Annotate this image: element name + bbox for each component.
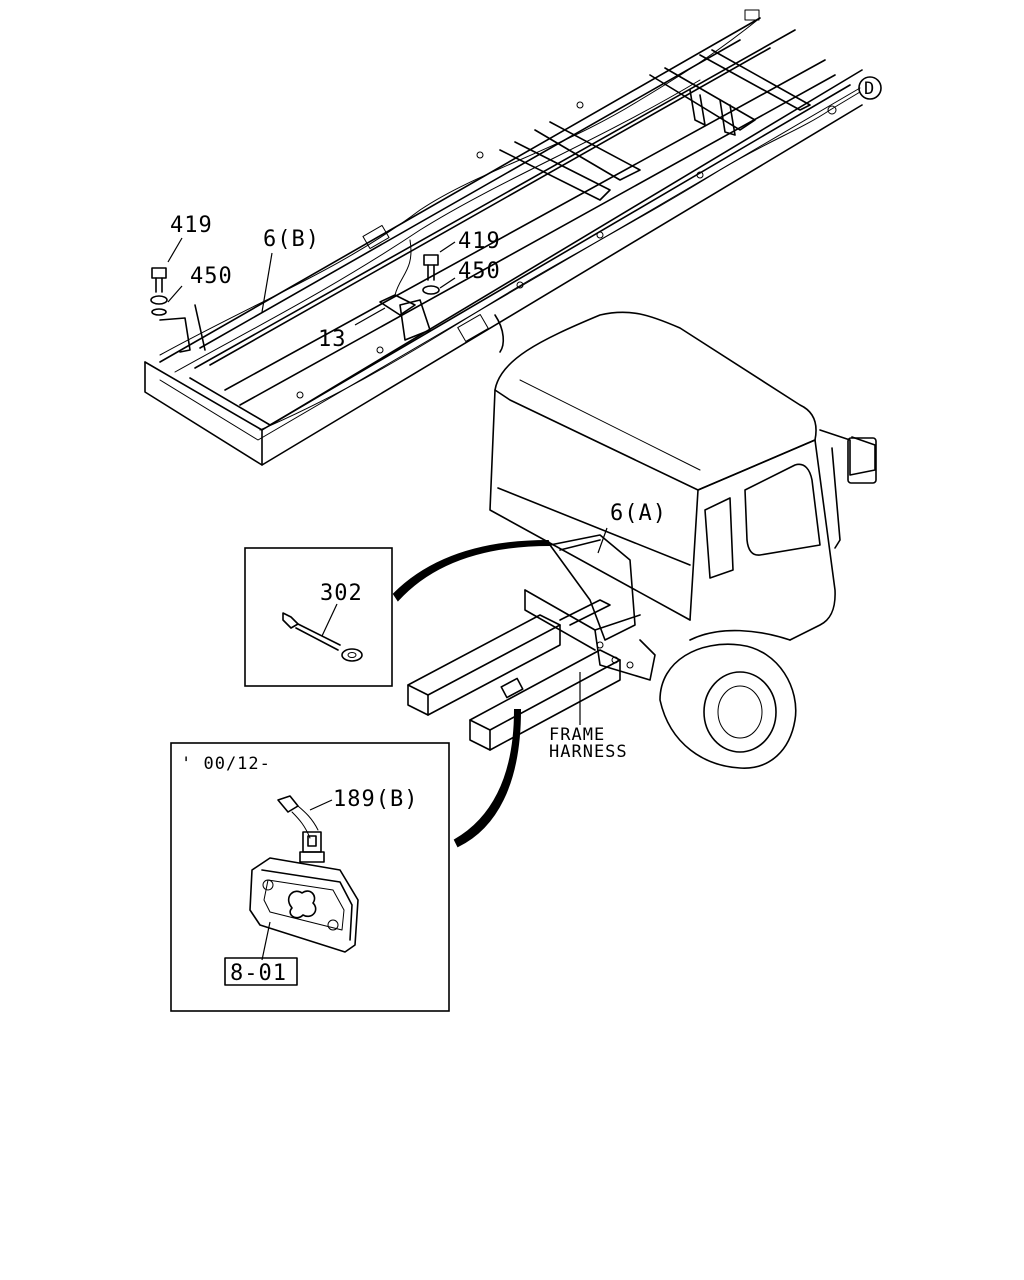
detail-box-302 — [244, 547, 393, 687]
label-302: 302 — [320, 581, 363, 606]
label-harness: HARNESS — [549, 742, 628, 762]
bolt-419-left — [150, 237, 183, 316]
label-419-left: 419 — [170, 213, 213, 238]
label-6b: 6(B) — [263, 227, 320, 252]
chassis-frame — [144, 9, 863, 466]
harness-6b-leader — [261, 252, 273, 313]
detail-box-lamp — [170, 742, 450, 1012]
label-ref-d: D — [864, 79, 875, 99]
callout-arc-lower — [453, 709, 522, 848]
bolt-419-right — [422, 241, 456, 295]
ref-d-callout — [858, 76, 882, 100]
clip-13 — [354, 239, 416, 326]
callout-arc-upper — [392, 539, 552, 602]
label-8-01: 8-01 — [230, 961, 287, 986]
frame-rail-front — [407, 599, 621, 751]
label-450-left: 450 — [190, 264, 233, 289]
label-450-right: 450 — [458, 259, 501, 284]
label-419-right: 419 — [458, 229, 501, 254]
label-date-code: ' 00/12- — [181, 754, 271, 774]
harness-6a-leader — [597, 527, 608, 554]
label-frame: FRAME — [549, 725, 605, 745]
label-6a: 6(A) — [610, 501, 667, 526]
label-189b: 189(B) — [333, 787, 418, 812]
truck-cab — [489, 311, 877, 769]
label-13: 13 — [318, 327, 347, 352]
